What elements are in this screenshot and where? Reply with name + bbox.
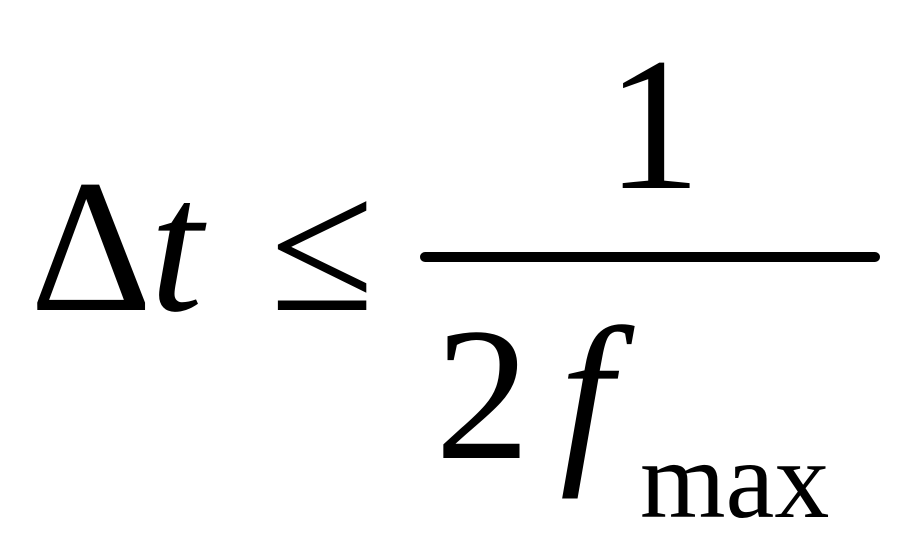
denominator-subscript-max: max <box>640 419 830 541</box>
fraction-numerator: 1 <box>606 20 701 230</box>
delta-symbol: Δ <box>30 142 153 352</box>
denominator-variable-f: f <box>560 290 613 500</box>
variable-t: t <box>150 142 203 352</box>
less-than-or-equal-sign: ≤ <box>270 142 375 352</box>
fraction-bar <box>420 252 880 262</box>
denominator-coefficient: 2 <box>435 290 530 500</box>
